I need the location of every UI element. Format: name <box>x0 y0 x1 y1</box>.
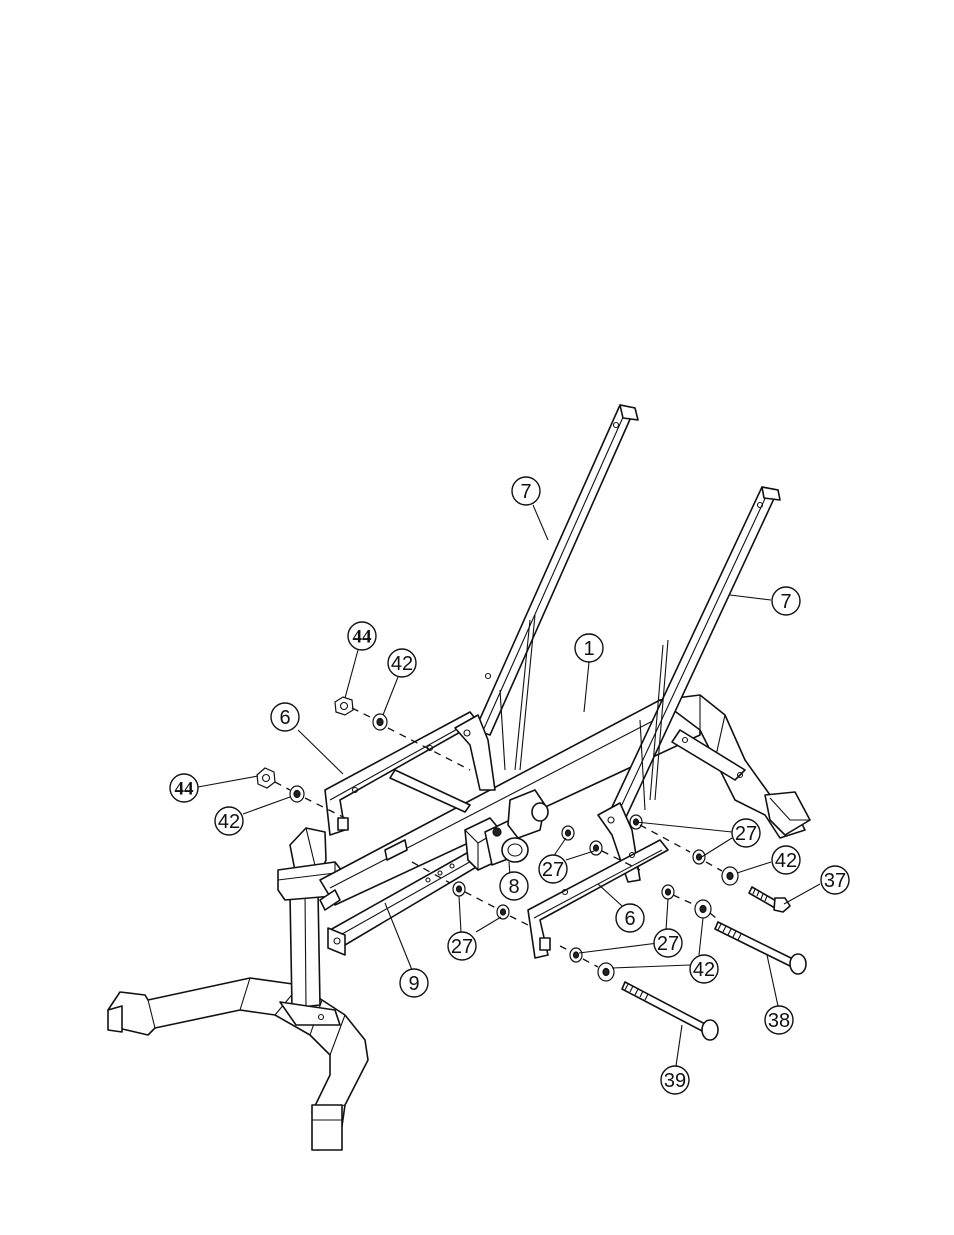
callout-37: 37 <box>821 866 849 894</box>
callout-label: 38 <box>768 1010 790 1032</box>
callout-label: 27 <box>542 859 564 881</box>
callout-42-top: 42 <box>388 649 416 677</box>
callout-label: 8 <box>508 876 519 898</box>
callout-label: 6 <box>279 707 290 729</box>
callout-label: 42 <box>775 850 797 872</box>
callout-39: 39 <box>661 1066 689 1094</box>
callout-44-top: 44 <box>348 622 376 650</box>
callout-7-right: 7 <box>772 587 800 615</box>
callout-label: 37 <box>824 870 846 892</box>
callout-38: 38 <box>765 1006 793 1034</box>
callout-42-right: 42 <box>772 846 800 874</box>
callout-6-left: 6 <box>271 703 299 731</box>
front-base-frame <box>108 978 368 1150</box>
callout-7-left: 7 <box>512 477 540 505</box>
callout-27-lower-left: 27 <box>448 932 476 960</box>
callout-label: 42 <box>218 811 240 833</box>
callout-44-left: 44 <box>170 774 198 802</box>
callout-label: 1 <box>583 638 594 660</box>
callout-label: 42 <box>391 653 413 675</box>
callout-1: 1 <box>575 634 603 662</box>
callout-9: 9 <box>400 969 428 997</box>
callout-8: 8 <box>500 872 528 900</box>
callout-42-lower: 42 <box>690 955 718 983</box>
callout-label: 42 <box>693 959 715 981</box>
callout-label: 27 <box>451 936 473 958</box>
callout-label: 44 <box>175 779 195 800</box>
callout-label: 39 <box>664 1070 686 1092</box>
callout-label: 6 <box>624 908 635 930</box>
callout-27-center: 27 <box>539 855 567 883</box>
callout-6-right: 6 <box>616 904 644 932</box>
callout-label: 7 <box>780 591 791 613</box>
hardware-nuts <box>257 697 353 788</box>
callout-27-upper-right: 27 <box>732 819 760 847</box>
callout-label: 27 <box>657 933 679 955</box>
callout-label: 9 <box>408 973 419 995</box>
callout-label: 7 <box>520 481 531 503</box>
callout-42-left: 42 <box>215 807 243 835</box>
callout-27-lower-right: 27 <box>654 929 682 957</box>
callout-label: 27 <box>735 823 757 845</box>
callout-label: 44 <box>353 627 373 648</box>
